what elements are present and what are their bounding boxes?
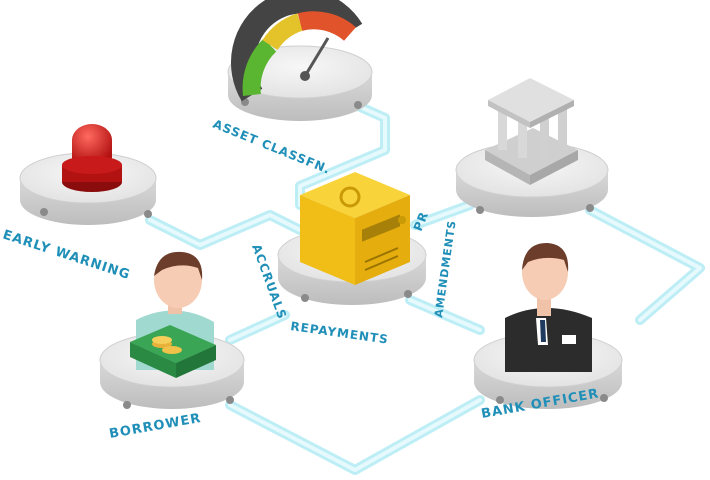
bank-officer-person-icon: [505, 242, 592, 372]
alarm-siren-icon: [62, 124, 122, 192]
connector-lines: [145, 75, 705, 475]
borrower-person-icon: [130, 251, 216, 378]
cash-icon: [130, 325, 216, 378]
asset-classification-label: ASSET CLASSFN.: [211, 117, 333, 177]
pr-label: PR: [411, 209, 431, 233]
bank-node: [455, 78, 609, 217]
engine-node: [277, 172, 427, 305]
bank-building-icon: [485, 78, 578, 185]
borrower-label: BORROWER: [108, 411, 202, 442]
gauge-icon: [230, 0, 363, 102]
amendments-label: AMENDMENTS: [432, 219, 459, 318]
early-warning-label: EARLY WARNING: [1, 228, 132, 283]
asset-classification-node: [227, 0, 373, 121]
processing-engine-icon: [300, 172, 410, 285]
early-warning-node: [19, 124, 157, 225]
repayments-label: REPAYMENTS: [290, 319, 390, 347]
bank-officer-node: [473, 242, 623, 409]
borrower-node: [99, 251, 245, 409]
